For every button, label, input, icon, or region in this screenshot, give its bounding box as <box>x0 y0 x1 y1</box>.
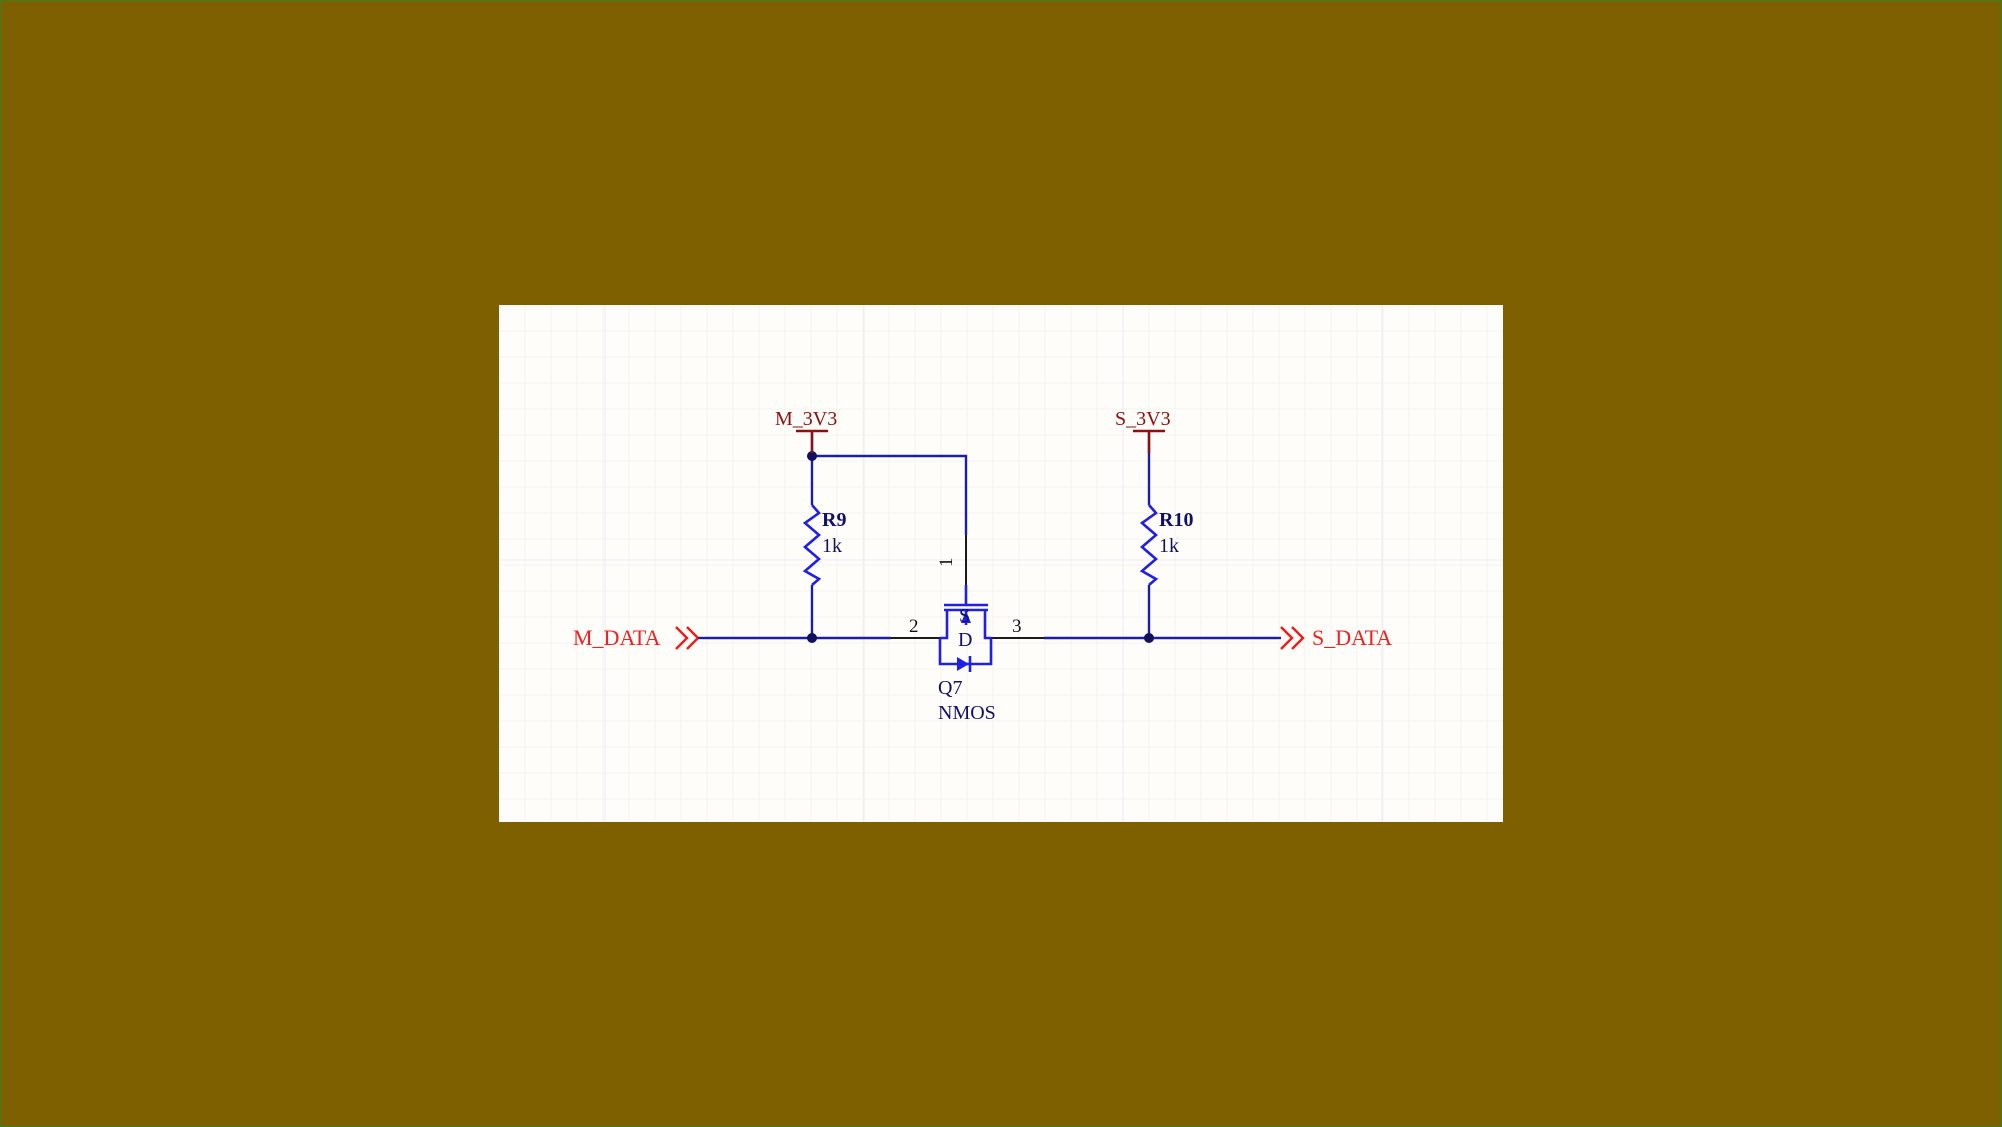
mosfet-label-d: D <box>958 629 972 651</box>
resistor-r10[interactable]: R10 1k <box>1139 504 1193 586</box>
port-m-data[interactable]: M_DATA <box>573 625 706 650</box>
resistor-r9-value: 1k <box>822 535 842 557</box>
power-label-m-3v3: M_3V3 <box>775 408 837 430</box>
resistor-r9-designator: R9 <box>822 509 846 531</box>
junction-dot <box>807 633 817 643</box>
port-label-m-data: M_DATA <box>573 625 661 650</box>
junction-dot <box>807 451 817 461</box>
port-s-data[interactable]: S_DATA <box>1277 625 1392 650</box>
mosfet-label-s: S <box>959 605 970 627</box>
mosfet-pin-number-gate: 1 <box>936 558 957 568</box>
resistor-r9[interactable]: R9 1k <box>802 504 846 586</box>
mosfet-value: NMOS <box>938 702 996 724</box>
power-symbol-m-3v3[interactable]: M_3V3 <box>775 408 837 453</box>
resistor-r10-value: 1k <box>1159 535 1179 557</box>
mosfet-designator: Q7 <box>938 677 962 699</box>
wire-gate-pullup <box>812 454 968 535</box>
grid <box>499 305 1503 822</box>
mosfet-q7[interactable]: 1 2 3 S D Q7 NMOS <box>891 535 1044 724</box>
power-symbol-s-3v3[interactable]: S_3V3 <box>1115 408 1171 453</box>
junctions <box>807 451 1154 643</box>
wires <box>706 431 1277 640</box>
mosfet-pin-number-source: 2 <box>909 616 919 637</box>
junction-dot <box>1144 633 1154 643</box>
mosfet-pin-number-drain: 3 <box>1012 616 1022 637</box>
resistor-r10-designator: R10 <box>1159 509 1193 531</box>
schematic-canvas[interactable]: M_3V3 S_3V3 R9 1k R10 1k <box>499 305 1503 822</box>
schematic-sheet[interactable]: M_3V3 S_3V3 R9 1k R10 1k <box>499 305 1503 822</box>
power-label-s-3v3: S_3V3 <box>1115 408 1171 430</box>
port-label-s-data: S_DATA <box>1312 625 1392 650</box>
